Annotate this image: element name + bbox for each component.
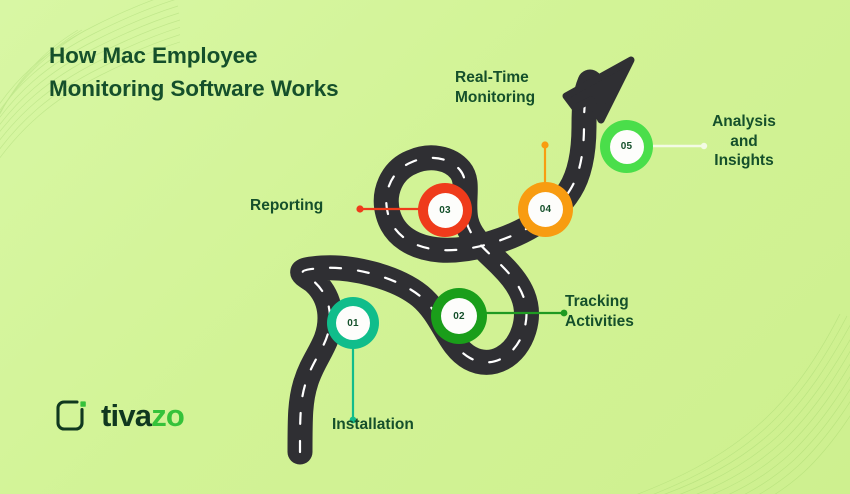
step-number-05: 05 <box>620 141 633 152</box>
tivazo-logo[interactable]: tivazo <box>52 396 185 434</box>
page-title: How Mac Employee Monitoring Software Wor… <box>49 40 449 106</box>
page-title-line-2: Monitoring Software Works <box>49 75 339 101</box>
step-label-tracking-activities: Tracking Activities <box>565 293 634 330</box>
step-node-05[interactable]: 05 <box>600 120 653 173</box>
step-node-01[interactable]: 01 <box>327 297 379 349</box>
step-label-analysis-and-insights: Analysis and Insights <box>712 113 776 170</box>
step-node-02[interactable]: 02 <box>431 288 487 344</box>
step-label-reporting: Reporting <box>250 197 324 214</box>
step-node-01-inner: 01 <box>336 306 370 340</box>
step-number-04: 04 <box>539 204 552 215</box>
connector-step-05 <box>650 142 708 150</box>
step-node-04-inner: 04 <box>528 192 563 227</box>
step-label-installation: Installation <box>332 416 414 433</box>
step-node-03[interactable]: 03 <box>418 183 472 237</box>
tivazo-logo-text-part2: zo <box>151 397 185 433</box>
page-title-line-1: How Mac Employee <box>49 43 258 68</box>
step-node-05-inner: 05 <box>609 129 644 164</box>
step-number-03: 03 <box>439 204 451 216</box>
step-node-04[interactable]: 04 <box>518 182 573 237</box>
tivazo-square-icon <box>56 400 86 431</box>
step-number-02: 02 <box>453 310 465 322</box>
tivazo-logo-text: tivazo <box>101 397 185 433</box>
step-node-03-inner: 03 <box>427 192 463 228</box>
step-node-02-inner: 02 <box>441 298 477 334</box>
road-arrow-head <box>562 56 635 124</box>
connector-step-02 <box>480 309 568 317</box>
tivazo-logo-text-part1: tiva <box>101 397 152 433</box>
step-number-01: 01 <box>347 317 359 329</box>
step-label-real-time-monitoring: Real-Time Monitoring <box>455 69 536 106</box>
